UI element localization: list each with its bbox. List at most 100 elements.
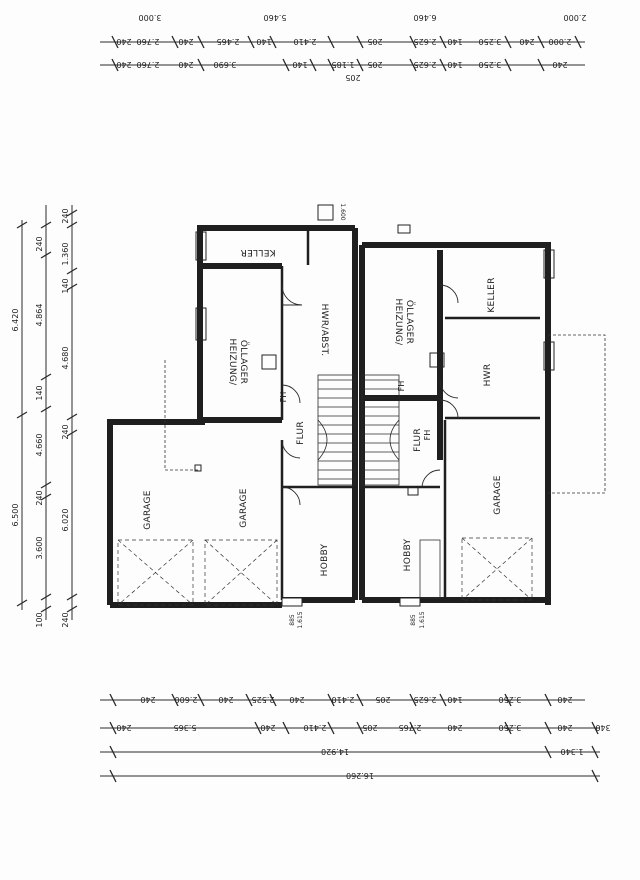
- dim-bot-r1-9: 2.600: [175, 695, 198, 704]
- dim-bot-r4-0: 16.260: [346, 771, 374, 780]
- dim-top-r1-1: 6.460: [414, 13, 437, 22]
- label-garage-2: GARAGE: [239, 488, 249, 527]
- window-markers: [194, 204, 555, 607]
- dim-bot-r1-4: 205: [375, 695, 390, 704]
- label-hwr-abst: HWR/ABST.: [319, 304, 329, 357]
- room-labels: KELLER HEIZUNG/ ÖLLAGER HWR/ABST. FLUR G…: [143, 247, 503, 576]
- window-dim-labels: 1.600 885 1.615 885 1.615: [289, 203, 426, 628]
- mark-fh-right2: FH: [423, 430, 432, 441]
- dim-top-r2-0: 2.000: [549, 37, 572, 46]
- dim-top-r3-6: 140: [292, 60, 307, 69]
- dim-left-c3-6: 240: [61, 612, 70, 627]
- label-flur-right: FLUR: [413, 428, 423, 452]
- dim-left-c3-0: 240: [61, 208, 70, 223]
- label-flur-left: FLUR: [296, 421, 306, 445]
- dim-top-r3-8: 240: [178, 60, 193, 69]
- dim-bot-r1-3: 2.625: [414, 695, 437, 704]
- dim-left-c2-5: 3.600: [35, 537, 44, 560]
- dim-bot-r2-2: 3.250: [499, 723, 522, 732]
- label-garage-3: GARAGE: [493, 475, 503, 514]
- dim-left-c2-2: 140: [35, 385, 44, 400]
- dim-top-r2-5: 205: [367, 37, 382, 46]
- dim-bot-r2-0: 340: [595, 723, 610, 732]
- dim-top-r3-3: 2.625: [414, 60, 437, 69]
- dim-top-r3-9: 2.760: [137, 60, 160, 69]
- dim-top-r3-4: 205: [367, 60, 382, 69]
- dim-left-c2-4: 240: [35, 490, 44, 505]
- dim-top-r2-6: 2.410: [294, 37, 317, 46]
- dim-bot-r1-2: 140: [447, 695, 462, 704]
- staircase: [317, 374, 400, 486]
- label-heizung-left-1: HEIZUNG/: [227, 339, 237, 387]
- dim-bot-r1-7: 2.525: [252, 695, 275, 704]
- dim-left-c2-6: 100: [35, 612, 44, 627]
- dim-bot-r2-1: 240: [557, 723, 572, 732]
- dim-left-c3-4: 240: [61, 424, 70, 439]
- label-hobby-left: HOBBY: [320, 543, 330, 576]
- dim-top-r3-1: 3.250: [479, 60, 502, 69]
- dim-top-r2-11: 240: [116, 37, 131, 46]
- plan-walls: [107, 225, 606, 608]
- left-dimension-chains: 6.420 6.500 240 4.864 140 4.660 240 3.60…: [11, 205, 78, 628]
- dim-left-c3-1: 1.360: [61, 243, 70, 266]
- dim-top-r2-9: 240: [178, 37, 193, 46]
- label-keller-right: KELLER: [487, 277, 497, 312]
- mark-fh-right: FH: [397, 381, 406, 392]
- window-label-0: 1.600: [339, 203, 346, 220]
- window-label-2: 1.615: [297, 611, 304, 628]
- label-heizung-left-2: ÖLLAGER: [238, 340, 249, 384]
- dim-bot-r2-6: 2.410: [304, 723, 327, 732]
- dim-bot-r1-1: 3.250: [499, 695, 522, 704]
- dim-top-r2-3: 140: [447, 37, 462, 46]
- dim-bot-r3-0: 1.340: [561, 747, 584, 756]
- dim-top-r2-8: 2.465: [217, 37, 240, 46]
- mark-fh-left: FH: [279, 392, 288, 403]
- dim-bot-r2-8: 5.365: [174, 723, 197, 732]
- dim-top-r3-2: 140: [447, 60, 462, 69]
- doors: [281, 284, 459, 506]
- dim-left-c3-2: 140: [61, 278, 70, 293]
- dim-top-r3-7: 3.690: [214, 60, 237, 69]
- dim-bot-r3-1: 14.920: [321, 747, 349, 756]
- dim-top-r1-3: 3.000: [139, 13, 162, 22]
- dim-top-r2-4: 2.625: [414, 37, 437, 46]
- dim-bot-r1-0: 240: [557, 695, 572, 704]
- dim-top-r3-10: 240: [116, 60, 131, 69]
- bottom-dimension-chains: 240 3.250 140 2.625 205 2.410 240 2.525 …: [100, 693, 611, 783]
- dim-bot-r1-5: 2.410: [332, 695, 355, 704]
- label-garage-1: GARAGE: [143, 490, 153, 529]
- label-heizung-right-2: ÖLLAGER: [404, 300, 415, 344]
- dim-bot-r2-9: 240: [116, 723, 131, 732]
- dim-left-c2-3: 4.660: [35, 434, 44, 457]
- dim-left-c1-0: 6.420: [11, 309, 20, 332]
- dim-left-c1-1: 6.500: [11, 504, 20, 527]
- dim-bot-r2-7: 240: [260, 723, 275, 732]
- dim-top-r2-10: 2.760: [137, 37, 160, 46]
- dim-left-c3-5: 6.020: [61, 509, 70, 532]
- dim-left-c2-0: 240: [35, 236, 44, 251]
- dim-bot-r2-3: 240: [447, 723, 462, 732]
- label-heizung-right-1: HEIZUNG/: [393, 299, 403, 347]
- dim-bot-r1-10: 240: [140, 695, 155, 704]
- label-hwr-right: HWR: [483, 364, 493, 387]
- dim-top-r1-0: 2.000: [564, 13, 587, 22]
- window-label-4: 1.615: [419, 611, 426, 628]
- top-dimension-chains: 2.000 6.460 5.460 3.000 2.000 240 3.250 …: [100, 13, 586, 82]
- dim-top-r2-7: 140: [256, 37, 271, 46]
- dim-bot-r1-6: 240: [289, 695, 304, 704]
- dim-top-r1-2: 5.460: [264, 13, 287, 22]
- dim-bot-r2-4: 2.765: [399, 723, 422, 732]
- window-label-1: 885: [289, 614, 296, 626]
- garage-door-marks: [117, 537, 533, 606]
- dim-top-r3-5: 1.185: [332, 60, 355, 69]
- dim-top-r3-sub: 205: [345, 73, 360, 82]
- dim-top-r3-0: 240: [552, 60, 567, 69]
- dim-left-c3-3: 4.680: [61, 347, 70, 370]
- dim-left-c2-1: 4.864: [35, 304, 44, 327]
- dim-bot-r2-5: 205: [362, 723, 377, 732]
- dim-top-r2-2: 3.250: [479, 37, 502, 46]
- dim-top-r2-1: 240: [519, 37, 534, 46]
- label-keller-left: KELLER: [240, 247, 275, 257]
- window-label-3: 885: [410, 614, 417, 626]
